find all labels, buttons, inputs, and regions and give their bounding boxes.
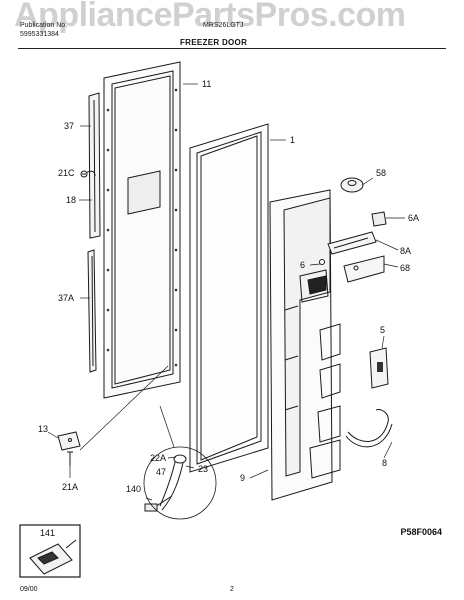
outer-door-panel xyxy=(103,61,181,399)
bar-8a xyxy=(327,231,377,255)
module-5 xyxy=(369,347,389,389)
lower-rail xyxy=(87,249,97,373)
callout-22a: 22A xyxy=(150,453,166,463)
inset-141 xyxy=(19,524,81,578)
callout-11: 11 xyxy=(202,79,211,89)
publication-label: Publication No. xyxy=(20,22,68,29)
bushing-58 xyxy=(340,177,364,193)
cover-68 xyxy=(343,255,385,283)
clip-6a xyxy=(371,211,387,227)
screw-21c xyxy=(80,170,88,178)
publication-number: 5995331384 xyxy=(20,31,59,38)
callout-141: 141 xyxy=(40,528,55,538)
callout-6a: 6A xyxy=(408,213,419,223)
callout-6: 6 xyxy=(300,260,305,270)
callout-1: 1 xyxy=(290,135,295,145)
callout-21c: 21C xyxy=(58,168,75,178)
page-title: FREEZER DOOR xyxy=(180,38,248,47)
callout-140: 140 xyxy=(126,484,141,494)
wiring-harness xyxy=(144,454,187,512)
callout-68: 68 xyxy=(400,263,410,273)
callout-37: 37 xyxy=(64,121,74,131)
callout-13: 13 xyxy=(38,424,48,434)
callout-37a: 37A xyxy=(58,293,74,303)
hinge-bar xyxy=(83,92,101,239)
callout-18: 18 xyxy=(66,195,76,205)
callout-9: 9 xyxy=(240,473,245,483)
header-divider xyxy=(18,48,446,49)
diagram-reference-code: P58F0064 xyxy=(400,527,442,537)
leader-lines xyxy=(47,83,405,520)
callout-5: 5 xyxy=(380,325,385,335)
footer-date: 09/00 xyxy=(20,586,38,593)
callout-23: 23 xyxy=(198,464,208,474)
footer-page-number: 2 xyxy=(230,586,234,593)
watermark-logo: AppliancePartsPros.com xyxy=(14,0,406,34)
callout-47: 47 xyxy=(156,467,166,477)
model-number: MRS26LGTJ xyxy=(203,22,244,29)
callout-58: 58 xyxy=(376,168,386,178)
callout-8a: 8A xyxy=(400,246,411,256)
callout-8: 8 xyxy=(382,458,387,468)
inner-door-liner xyxy=(269,189,341,501)
bracket-13 xyxy=(57,431,81,451)
screw-6 xyxy=(319,259,325,265)
door-gasket xyxy=(189,123,269,473)
screw-21a xyxy=(67,451,73,466)
callout-21a: 21A xyxy=(62,482,78,492)
harness-8 xyxy=(345,409,393,448)
